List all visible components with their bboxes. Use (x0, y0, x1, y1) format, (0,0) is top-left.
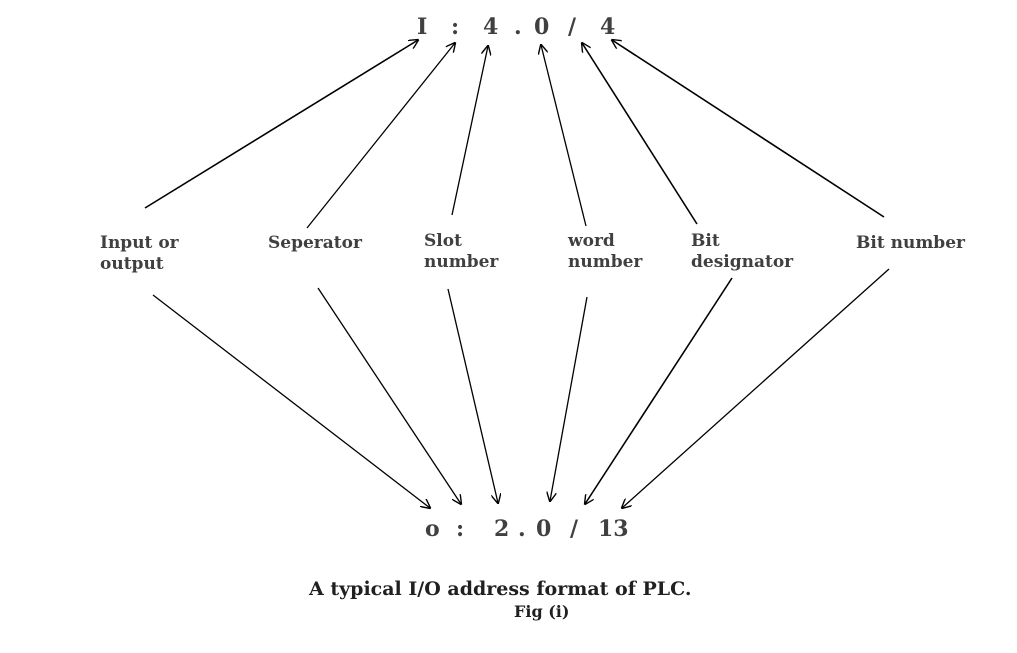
arrow-designator-to-top (582, 43, 698, 225)
label-line: Bit (691, 231, 720, 251)
top-address-io-char: I (417, 14, 428, 40)
arrow-slot-to-top (451, 46, 488, 216)
label-line: designator (691, 252, 794, 272)
arrow-bitnumber-to-top (612, 40, 885, 218)
arrow-designator-to-bottom (585, 277, 733, 504)
bottom-address-bit: 13 (598, 516, 629, 542)
label-line: Input or (100, 233, 179, 253)
bottom-address-slash: / (570, 516, 579, 542)
label-line: number (424, 252, 499, 272)
top-address-word: 0 (534, 14, 550, 40)
bottom-address-io-char: o (425, 516, 440, 542)
top-address-slot: 4 (483, 14, 499, 40)
label-line: Slot (424, 231, 462, 251)
arrow-separator-to-top (306, 43, 455, 229)
figure-caption: A typical I/O address format of PLC. (309, 578, 692, 600)
top-address-slash: / (568, 14, 577, 40)
arrow-bitnumber-to-bottom (622, 268, 890, 508)
label-word-number: word number (568, 231, 642, 273)
label-line: word (568, 231, 615, 251)
arrow-separator-to-bottom (317, 287, 461, 504)
label-line: output (100, 254, 164, 274)
arrow-word-to-top (541, 45, 587, 227)
label-input-or-output: Input or output (100, 233, 179, 275)
label-separator: Seperator (268, 233, 362, 254)
top-address-bit: 4 (600, 14, 616, 40)
top-address-separator: : (451, 14, 460, 40)
arrow-word-to-bottom (550, 296, 588, 501)
label-line: number (568, 252, 643, 272)
label-bit-designator: Bit designator (691, 231, 793, 273)
label-slot-number: Slot number (424, 231, 498, 273)
arrow-input-to-bottom (152, 294, 430, 508)
figure-label: Fig (i) (514, 602, 570, 621)
top-address-dot: . (514, 14, 522, 40)
label-bit-number: Bit number (856, 233, 965, 254)
label-line: Bit number (856, 233, 965, 253)
bottom-address-separator: : (456, 516, 465, 542)
bottom-address-dot: . (518, 516, 526, 542)
bottom-address-word: 0 (536, 516, 552, 542)
label-line: Seperator (268, 233, 362, 253)
bottom-address-slot: 2 (494, 516, 510, 542)
arrow-input-to-top (144, 40, 418, 209)
arrow-slot-to-bottom (447, 288, 498, 503)
